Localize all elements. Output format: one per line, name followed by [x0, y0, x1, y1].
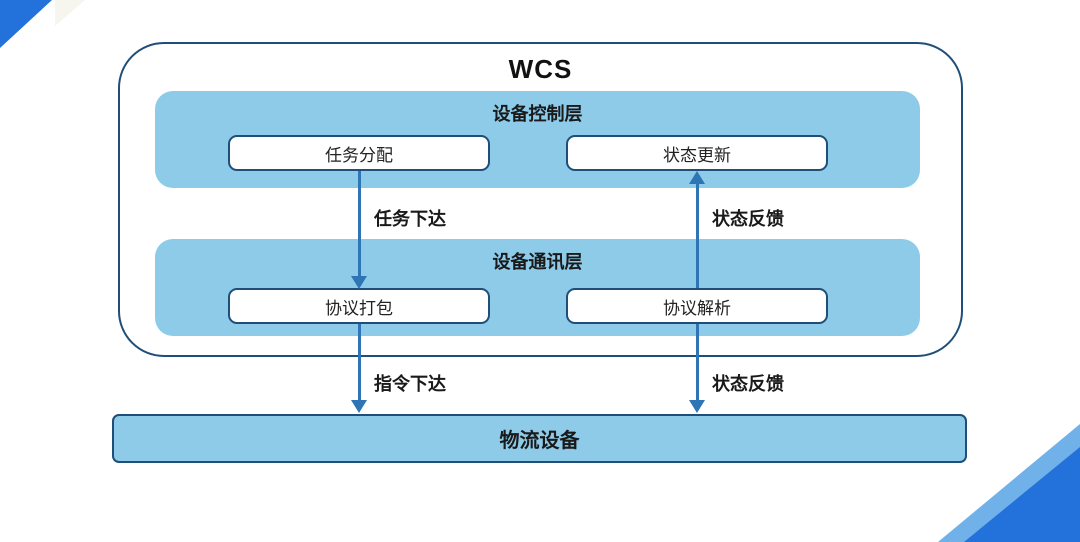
node-protocol-packing: 协议打包 [228, 288, 490, 324]
arrow-command-issue-head-down-icon [351, 400, 367, 413]
arrow-task-issue-line [358, 171, 361, 277]
arrow-status-feedback-bottom-head-down-icon [689, 400, 705, 413]
arrow-status-feedback-bottom-line [696, 324, 699, 401]
wcs-title: WCS [508, 54, 573, 84]
arrow-status-feedback-bottom-label: 状态反馈 [712, 374, 784, 394]
arrow-task-issue-head-down-icon [351, 276, 367, 289]
wcs-container: WCS [118, 42, 963, 357]
node-logistics-equipment: 物流设备 [112, 414, 967, 463]
arrow-status-feedback-mid-head-up-icon [689, 171, 705, 184]
corner-triangle-bottom-right [964, 447, 1080, 542]
node-protocol-parsing: 协议解析 [566, 288, 828, 324]
node-logistics-equipment-label: 物流设备 [499, 430, 580, 452]
arrow-status-feedback-mid-label: 状态反馈 [712, 209, 784, 229]
arrow-command-issue-label: 指令下达 [374, 374, 446, 394]
arrow-command-issue-line [358, 324, 361, 401]
arrow-status-feedback-mid-line [696, 183, 699, 288]
layer-device-communication-title: 设备通讯层 [492, 252, 583, 272]
node-protocol-packing-label: 协议打包 [325, 298, 393, 318]
node-task-assignment-label: 任务分配 [325, 145, 393, 165]
arrow-task-issue-label: 任务下达 [374, 209, 446, 229]
corner-triangle-top-left [0, 0, 52, 48]
node-task-assignment: 任务分配 [228, 135, 490, 171]
node-protocol-parsing-label: 协议解析 [663, 298, 731, 318]
node-status-update-label: 状态更新 [663, 145, 731, 165]
layer-device-control-title: 设备控制层 [492, 104, 583, 124]
corner-triangle-top-left-faint [55, 0, 85, 26]
node-status-update: 状态更新 [566, 135, 828, 171]
